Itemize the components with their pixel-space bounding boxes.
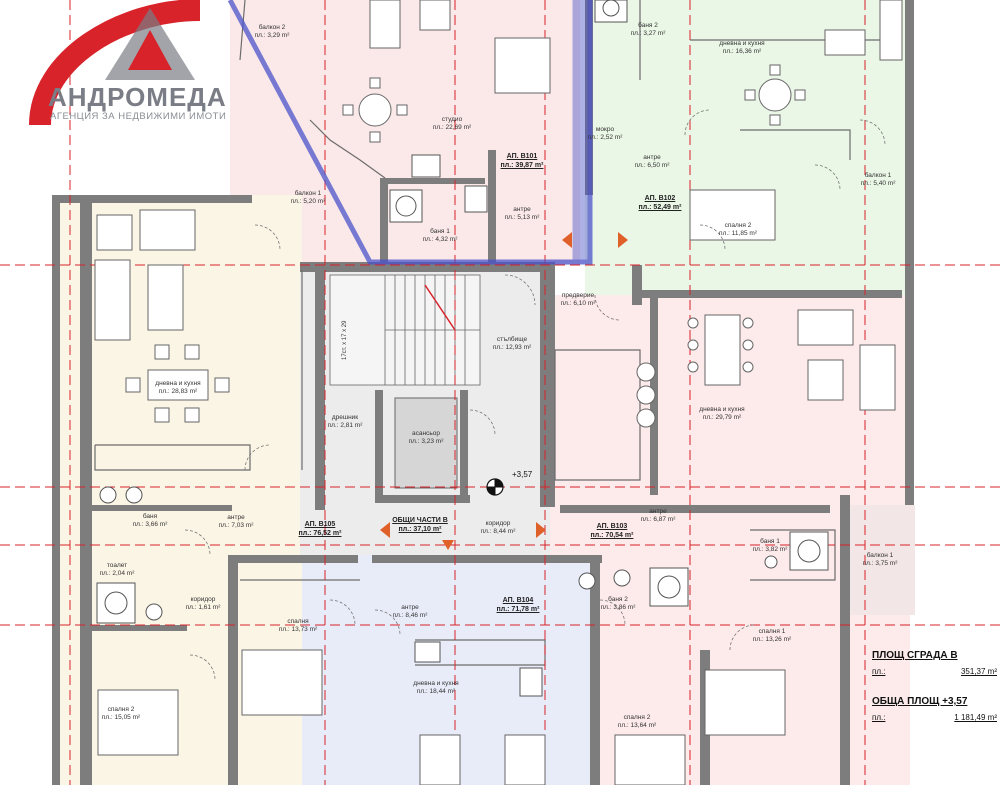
balcony-right-fill — [845, 505, 915, 615]
logo-name: АНДРОМЕДА — [48, 82, 227, 112]
floor-area-row: пл.: 1 181,49 m² — [872, 713, 997, 722]
fixtures — [96, 0, 829, 697]
entrance-arrows — [380, 232, 628, 550]
elevation-marker — [486, 478, 504, 496]
highlight-outline — [227, 0, 593, 265]
apt-b104-label: АП. В104 пл.: 71,78 m² — [496, 597, 540, 613]
floor-area-title: ОБЩА ПЛОЩ +3,57 — [872, 696, 968, 707]
building-area-title: ПЛОЩ СГРАДА В — [872, 650, 958, 661]
logo-mark — [29, 0, 201, 126]
furniture — [94, 0, 903, 785]
common-parts-label: ОБЩИ ЧАСТИ В пл.: 37,10 m² — [392, 517, 448, 533]
stair-treads — [329, 274, 481, 386]
building-area-row: пл.: 351,37 m² — [872, 667, 997, 676]
area-totals: ПЛОЩ СГРАДА В пл.: 351,37 m² ОБЩА ПЛОЩ +… — [872, 640, 997, 722]
apt-b105-label: АП. В105 пл.: 76,52 m² — [298, 521, 342, 537]
apt-b102-label: АП. В102 пл.: 52,49 m² — [638, 195, 682, 211]
logo: АНДРОМЕДА АГЕНЦИЯ ЗА НЕДВИЖИМИ ИМОТИ — [20, 0, 270, 130]
elevation-label: +3,57 — [512, 470, 533, 479]
door-swings — [184, 109, 886, 681]
elevator-shaft — [394, 397, 458, 489]
logo-tagline: АГЕНЦИЯ ЗА НЕДВИЖИМИ ИМОТИ — [50, 111, 227, 122]
stair-label: 17ст. х 17 х 29 — [342, 320, 348, 360]
apt-b101-label: АП. В101 пл.: 39,87 m² — [500, 153, 544, 169]
apt-b103-label: АП. В103 пл.: 70,54 m² — [590, 523, 634, 539]
